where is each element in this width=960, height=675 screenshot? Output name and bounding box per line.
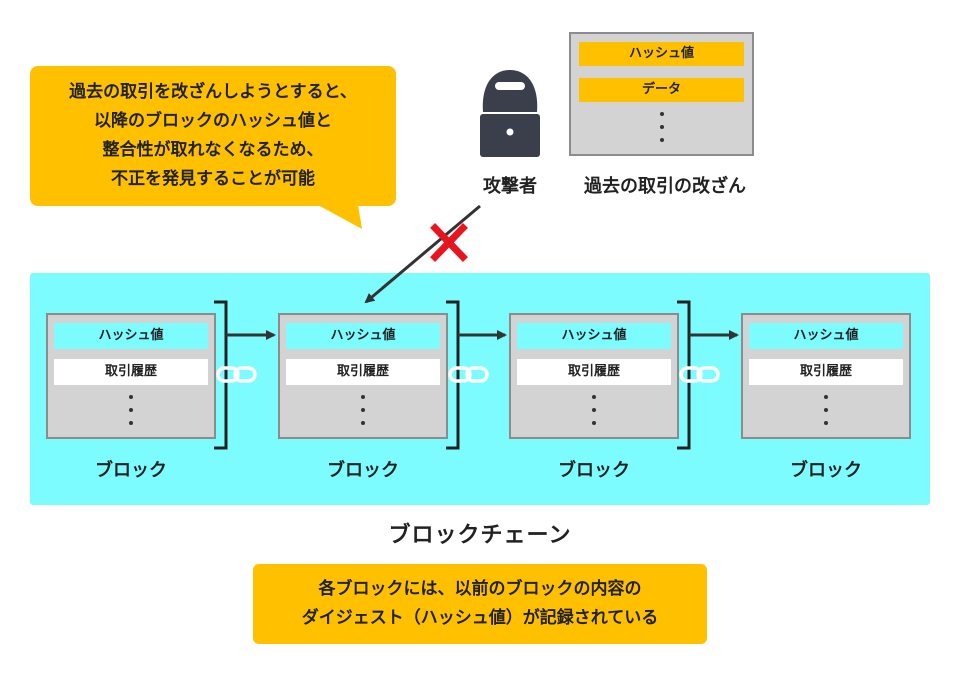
callout-line: 不正を発見することが可能 [111,169,315,189]
note-box [253,564,707,644]
block-label: ブロック [95,460,167,481]
bracket [214,300,691,450]
vertical-ellipsis-icon [48,393,214,429]
cross-icon [430,223,468,262]
block-hash-field: ハッシュ値 [54,323,208,349]
block-label: ブロック [327,460,399,481]
block-tx-field: 取引履歴 [54,359,208,385]
callout-text: 過去の取引を改ざんしようとすると、 以降のブロックのハッシュ値と 整合性が取れな… [30,78,396,194]
block-tx-field: 取引履歴 [286,359,440,385]
callout-line: 整合性が取れなくなるため、 [102,140,324,160]
block-tx-field: 取引履歴 [517,359,671,385]
vertical-ellipsis-icon [743,393,909,429]
block-hash-field: ハッシュ値 [517,323,671,349]
block-tx-field: 取引履歴 [749,359,903,385]
block-1: ハッシュ値 取引履歴 [46,313,216,439]
tampered-label: 過去の取引の改ざん [584,176,746,197]
block-hash-field: ハッシュ値 [749,323,903,349]
block-hash-field: ハッシュ値 [286,323,440,349]
block-2: ハッシュ値 取引履歴 [278,313,448,439]
note-text: 各ブロックには、以前のブロックの内容の ダイジェスト（ハッシュ値）が記録されてい… [253,575,707,633]
tampered-block: ハッシュ値 データ [569,32,754,156]
callout-line: 以降のブロックのハッシュ値と [94,111,332,131]
vertical-ellipsis-icon [280,393,446,429]
note-line: 各ブロックには、以前のブロックの内容の [318,579,642,599]
note-line: ダイジェスト（ハッシュ値）が記録されている [301,608,659,628]
block-3: ハッシュ値 取引履歴 [509,313,679,439]
chain-title: ブロックチェーン [388,523,572,548]
block-label: ブロック [558,460,630,481]
tampered-hash-field: ハッシュ値 [579,42,744,66]
block-4: ハッシュ値 取引履歴 [741,313,911,439]
chain-link-icon [216,366,720,383]
callout-line: 過去の取引を改ざんしようとすると、 [69,82,357,102]
tampered-data-field: データ [579,78,744,102]
block-label: ブロック [790,460,862,481]
callout-bubble [30,66,396,206]
vertical-ellipsis-icon [511,393,677,429]
attack-arrow [364,204,481,304]
attacker-label: 攻撃者 [483,176,537,197]
vertical-ellipsis-icon [571,110,752,146]
